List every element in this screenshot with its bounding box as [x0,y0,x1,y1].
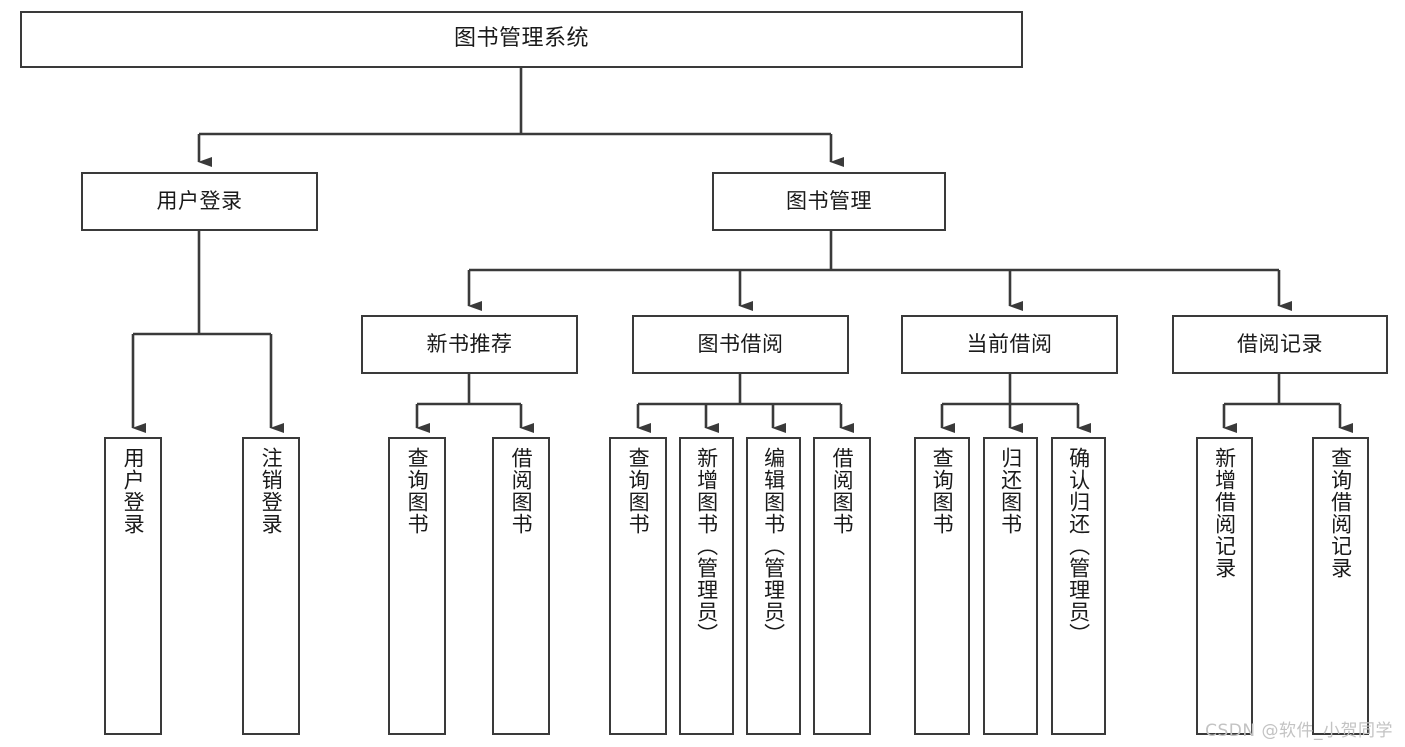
node-label: 注销登录 [259,447,284,535]
leaf-query-borrow-record[interactable]: 查询借阅记录 [1312,437,1369,735]
node-label: 编辑图书（管理员） [761,447,786,645]
node-root-system[interactable]: 图书管理系统 [20,11,1023,68]
leaf-add-book-admin[interactable]: 新增图书（管理员） [679,437,734,735]
leaf-borrow-book-recommend[interactable]: 借阅图书 [492,437,550,735]
node-label: 图书管理系统 [453,26,589,52]
node-label: 归还图书 [998,447,1023,535]
node-label: 借阅图书 [830,447,855,535]
leaf-user-logout[interactable]: 注销登录 [242,437,300,735]
node-label: 当前借阅 [966,331,1053,356]
node-current-borrow[interactable]: 当前借阅 [901,315,1118,374]
node-user-login[interactable]: 用户登录 [81,172,318,231]
node-book-borrow[interactable]: 图书借阅 [632,315,849,374]
node-label: 图书管理 [786,188,872,213]
leaf-user-login[interactable]: 用户登录 [104,437,162,735]
node-borrow-record[interactable]: 借阅记录 [1172,315,1388,374]
csdn-watermark: CSDN @软件_小贺同学 [1205,721,1393,741]
leaf-confirm-return-admin[interactable]: 确认归还（管理员） [1051,437,1106,735]
node-label: 新增图书（管理员） [694,447,719,645]
node-label: 图书借阅 [697,331,784,356]
node-label: 借阅图书 [509,447,534,535]
node-label: 查询图书 [930,447,955,535]
leaf-query-book-borrow[interactable]: 查询图书 [609,437,667,735]
node-label: 确认归还（管理员） [1066,447,1091,645]
leaf-query-book-current[interactable]: 查询图书 [914,437,970,735]
node-label: 查询图书 [626,447,651,535]
leaf-borrow-book[interactable]: 借阅图书 [813,437,871,735]
node-label: 新增借阅记录 [1212,447,1237,579]
leaf-add-borrow-record[interactable]: 新增借阅记录 [1196,437,1253,735]
node-book-management[interactable]: 图书管理 [712,172,946,231]
node-label: 查询借阅记录 [1328,447,1353,579]
leaf-query-book-recommend[interactable]: 查询图书 [388,437,446,735]
leaf-return-book[interactable]: 归还图书 [983,437,1038,735]
node-label: 新书推荐 [426,331,513,356]
node-label: 借阅记录 [1237,331,1323,356]
node-new-book-recommend[interactable]: 新书推荐 [361,315,578,374]
node-label: 查询图书 [405,447,430,535]
node-label: 用户登录 [156,188,243,213]
node-label: 用户登录 [121,447,146,535]
leaf-edit-book-admin[interactable]: 编辑图书（管理员） [746,437,801,735]
